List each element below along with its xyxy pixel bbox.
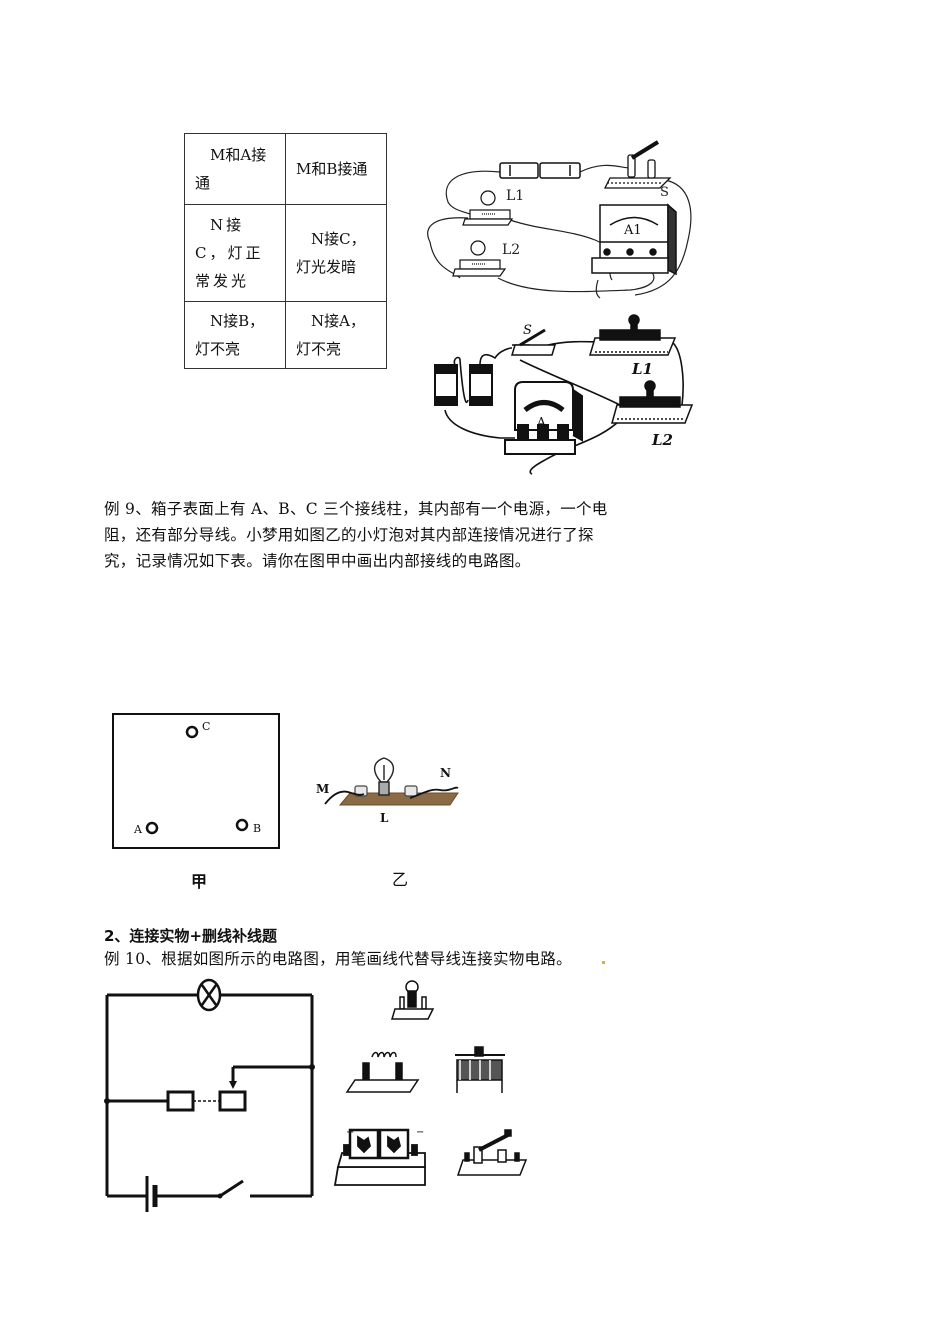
example9-line-3: 究，记录情况如下表。请你在图甲中画出内部接线的电路图。 bbox=[104, 552, 531, 570]
condition-table: M和A接通 M和B接通 N接C，灯正常发光 N接C，灯光发暗 N接B，灯不亮 N… bbox=[184, 133, 387, 369]
svg-text:+: + bbox=[346, 1127, 354, 1138]
label-l: L bbox=[380, 811, 389, 825]
circuit-illustration-bottom: S L1 L2 A bbox=[434, 314, 694, 475]
circuit-schematic bbox=[104, 978, 315, 1212]
junction-dot bbox=[104, 1098, 110, 1104]
label-m: M bbox=[316, 782, 329, 796]
rheostat-symbol-icon bbox=[218, 1090, 247, 1112]
example9-line-2: 阻，还有部分导线。小梦用如图乙的小灯泡对其内部连接情况进行了探 bbox=[104, 526, 594, 544]
table-cell: N接C，灯正常发光 bbox=[184, 204, 286, 302]
lamp-icon bbox=[462, 190, 514, 226]
cell-text: N接A，灯不亮 bbox=[296, 312, 365, 358]
battery-icon bbox=[434, 364, 493, 406]
resistor-coil-icon bbox=[345, 1051, 420, 1093]
battery-box-icon: + − bbox=[333, 1127, 426, 1186]
lamp-symbol-icon bbox=[196, 978, 222, 1012]
label-n: N bbox=[440, 766, 451, 780]
figure-caption-yi: 乙 bbox=[392, 870, 409, 889]
terminal-b-icon bbox=[235, 818, 249, 832]
knife-switch-icon bbox=[456, 1129, 528, 1176]
label-switch: S bbox=[660, 185, 669, 200]
cell-text: M和B接通 bbox=[296, 160, 368, 178]
figure-caption-jia: 甲 bbox=[191, 872, 208, 891]
label-lamp1: L1 bbox=[631, 360, 653, 378]
battery-icon bbox=[499, 162, 581, 179]
label-lamp2: L2 bbox=[502, 242, 520, 258]
lamp-icon bbox=[390, 980, 435, 1020]
terminal-c-label: C bbox=[202, 720, 210, 733]
ammeter-icon bbox=[504, 381, 583, 455]
switch-icon bbox=[510, 328, 557, 356]
junction-dot bbox=[309, 1064, 315, 1070]
cell-text: N接C，灯正常发光 bbox=[195, 216, 264, 290]
example10-text: 例 10、根据如图所示的电路图，用笔画线代替导线连接实物电路。 bbox=[104, 950, 572, 968]
components-illustration: + − bbox=[333, 980, 528, 1186]
cell-text: M和A接通 bbox=[195, 146, 267, 192]
table-cell: M和B接通 bbox=[285, 133, 387, 205]
label-ammeter: A bbox=[536, 415, 546, 429]
rheostat-icon bbox=[455, 1046, 505, 1093]
cell-text: N接C，灯光发暗 bbox=[296, 230, 366, 276]
slider-arrow-icon bbox=[229, 1081, 237, 1089]
label-switch: S bbox=[523, 323, 532, 338]
resistor-symbol-icon bbox=[166, 1090, 195, 1112]
table-cell: N接A，灯不亮 bbox=[285, 301, 387, 369]
table-row: N接C，灯正常发光 N接C，灯光发暗 bbox=[184, 204, 387, 302]
example9-line-1: 例 9、箱子表面上有 A、B、C 三个接线柱，其内部有一个电源，一个电 bbox=[104, 500, 608, 518]
bulb-icon bbox=[373, 757, 395, 796]
lamp-board-illustration: M N L bbox=[316, 757, 459, 825]
switch-icon bbox=[603, 140, 672, 189]
label-text: L1 bbox=[506, 188, 524, 204]
lamp-icon bbox=[588, 314, 677, 356]
terminal-a-icon bbox=[145, 821, 159, 835]
circuit-illustration-top: S L1 L2 A1 bbox=[427, 140, 692, 299]
battery-symbol-icon bbox=[145, 1176, 158, 1212]
terminal-b-label: B bbox=[253, 822, 261, 835]
table-cell: N接C，灯光发暗 bbox=[285, 204, 387, 302]
cell-text: N接B，灯不亮 bbox=[195, 312, 265, 358]
label-lamp2: L2 bbox=[651, 431, 673, 449]
label-text: L2 bbox=[651, 431, 673, 449]
label-text: L2 bbox=[502, 242, 520, 258]
terminal-a-label: A bbox=[133, 823, 143, 836]
lamp-icon bbox=[611, 380, 694, 424]
section-heading: 2、连接实物+删线补线题 bbox=[104, 927, 278, 945]
marker-dot bbox=[602, 961, 605, 964]
table-cell: N接B，灯不亮 bbox=[184, 301, 286, 369]
switch-pivot-dot bbox=[217, 1193, 223, 1199]
lamp-icon bbox=[452, 240, 507, 277]
terminal-box-terminals: C A B bbox=[133, 720, 261, 836]
label-text: L1 bbox=[631, 360, 653, 378]
table-row: M和A接通 M和B接通 bbox=[184, 133, 387, 205]
svg-text:−: − bbox=[416, 1127, 424, 1138]
terminal-c-icon bbox=[185, 725, 199, 739]
ammeter-icon bbox=[591, 203, 677, 276]
label-lamp1: L1 bbox=[506, 188, 524, 204]
table-cell: M和A接通 bbox=[184, 133, 286, 205]
table-row: N接B，灯不亮 N接A，灯不亮 bbox=[184, 301, 387, 369]
label-ammeter: A1 bbox=[623, 223, 642, 238]
terminal-box bbox=[112, 713, 280, 849]
